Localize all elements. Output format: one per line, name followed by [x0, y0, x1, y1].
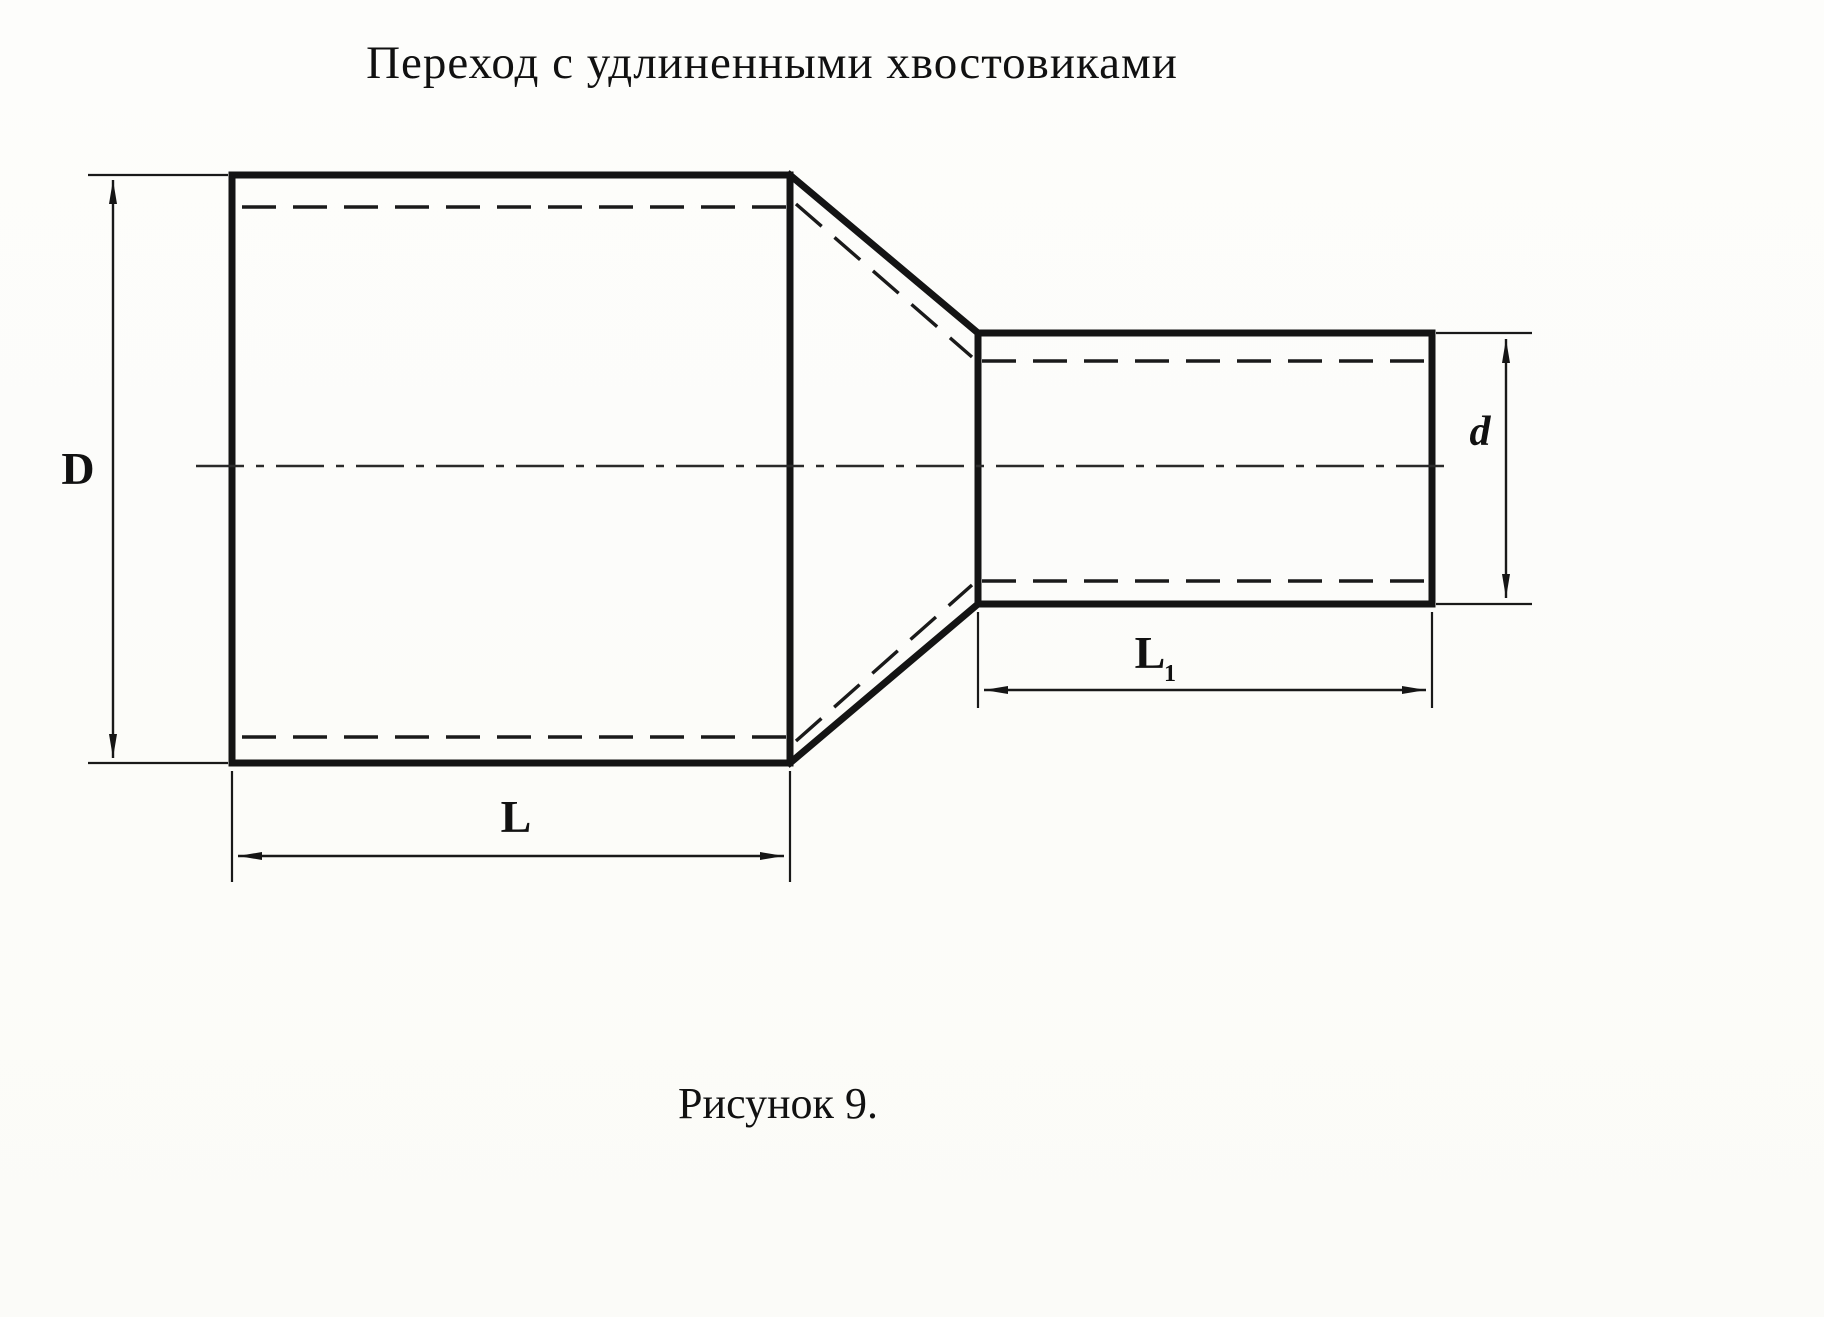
hidden-bore-lines — [242, 202, 1428, 743]
cone-top-edge — [785, 170, 983, 338]
drawing-title: Переход с удлиненными хвостовиками — [366, 37, 1178, 89]
cone-bottom-edge — [785, 599, 983, 768]
label-small-length: L — [1135, 627, 1166, 678]
dimension-D: D — [61, 173, 228, 765]
dimension-L: L — [230, 771, 792, 882]
dimension-d: d — [1436, 331, 1532, 606]
bore-bottom-cone — [794, 583, 974, 743]
label-big-length: L — [501, 791, 532, 842]
large-cylinder-outline — [228, 171, 794, 767]
figure-caption: Рисунок 9. — [678, 1079, 878, 1128]
dimension-L1: L 1 — [976, 612, 1434, 708]
label-small-length-subscript: 1 — [1164, 661, 1176, 687]
small-cylinder-outline — [974, 329, 1436, 608]
label-big-diameter: D — [61, 443, 94, 494]
bore-top-cone — [794, 202, 974, 359]
reducer-outline — [228, 170, 1436, 768]
label-small-diameter: d — [1470, 409, 1492, 455]
